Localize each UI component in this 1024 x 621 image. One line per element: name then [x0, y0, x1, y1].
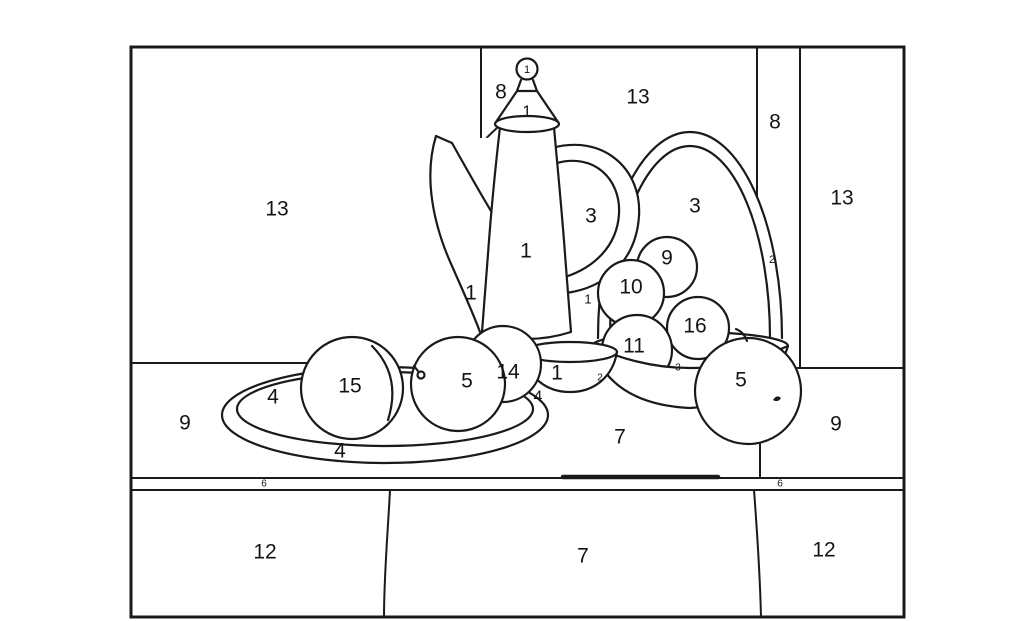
table-fruit-calyx [773, 396, 781, 402]
region-label-plate-right-sliver: 4 [534, 389, 543, 406]
region-label-table-edge-right: 6 [777, 479, 783, 490]
region-label-fruit-5-table: 5 [735, 369, 747, 392]
pot-spout-outer [429, 134, 482, 334]
region-label-pot-handle-hole: 3 [585, 205, 597, 228]
pot-spout-inner [450, 141, 496, 218]
fruit-15-crease [370, 344, 394, 422]
table-fruit-5 [693, 336, 803, 446]
region-label-cloth-left: 12 [253, 541, 276, 564]
plate-fruit-5 [409, 335, 507, 433]
region-label-wall-upper-left: 8 [495, 81, 507, 104]
pot-handle-fill [552, 144, 640, 293]
region-label-fruit-5-plate: 5 [461, 370, 473, 393]
region-label-table-front: 7 [614, 426, 626, 449]
pot-lid-rim [493, 114, 561, 134]
region-label-fruit-16: 16 [683, 315, 706, 338]
plate-fruit-15 [299, 335, 405, 441]
region-label-plate-front-rim: 4 [334, 440, 346, 463]
pot-lid-neck-right [531, 78, 539, 93]
pot-knob [515, 57, 539, 81]
tablecloth-fold-left [383, 489, 391, 618]
pot-lid-neck-left [515, 78, 523, 93]
region-label-pot-lid: 1 [523, 104, 532, 121]
region-label-table-edge-left: 6 [261, 479, 267, 490]
region-label-wall-left: 13 [265, 198, 288, 221]
region-label-cloth-right: 12 [812, 539, 835, 562]
region-label-wall-top-center: 13 [626, 86, 649, 109]
region-label-cloth-center: 7 [577, 545, 589, 568]
region-label-fruit-9: 9 [661, 247, 673, 270]
table-fruit-stem [734, 327, 749, 343]
region-label-fruit-15: 15 [338, 375, 361, 398]
region-label-basket-handle-hole: 3 [689, 195, 701, 218]
region-label-pot-knob: 1 [524, 64, 530, 76]
region-label-plate-left: 4 [267, 386, 279, 409]
small-bowl-fill [523, 352, 617, 392]
region-label-small-bowl-edge: 2 [597, 373, 603, 384]
region-label-basket-handle-band: 2 [769, 254, 775, 266]
fruit-5-calyx-leaf [412, 364, 420, 373]
region-label-fruit-11: 11 [623, 335, 645, 358]
region-label-fruit-14: 14 [496, 361, 520, 384]
pot-spout-tip [434, 134, 454, 145]
region-label-pot-body: 1 [520, 240, 532, 263]
pot-spout-fill [430, 136, 500, 332]
fruit-5-calyx [416, 370, 426, 380]
region-label-wall-right: 13 [830, 187, 853, 210]
region-label-pot-side-sliver: 1 [584, 292, 591, 307]
region-label-small-bowl: 1 [551, 362, 563, 385]
region-label-pot-spout-base: 1 [465, 282, 477, 305]
pot-handle-inner [555, 159, 621, 279]
region-label-curtain-band: 8 [769, 111, 781, 134]
tablecloth-fold-right [753, 489, 762, 618]
region-label-table-right: 9 [830, 413, 842, 436]
region-label-basket-rim-front: 3 [675, 363, 681, 374]
region-label-fruit-10: 10 [619, 276, 642, 299]
region-label-table-left: 9 [179, 412, 191, 435]
basket-fruit-16 [665, 295, 731, 361]
